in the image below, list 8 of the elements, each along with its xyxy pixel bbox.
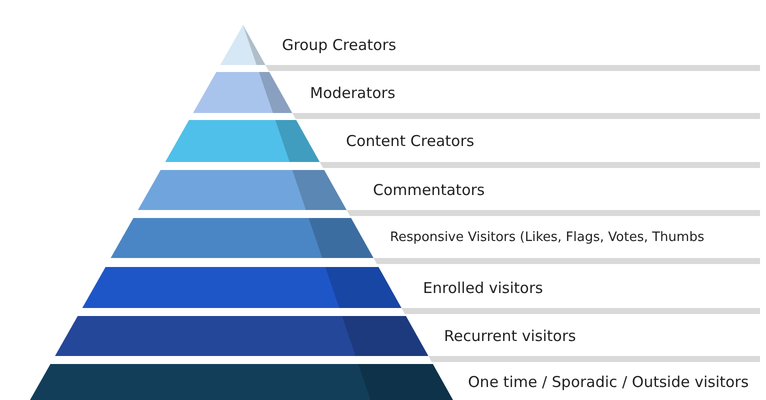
layer-label: Moderators (310, 84, 396, 102)
layer-label: Content Creators (346, 132, 474, 150)
layer-label: One time / Sporadic / Outside visitors (468, 373, 749, 391)
layer-label: Responsive Visitors (Likes, Flags, Votes, Thumbs (390, 229, 704, 247)
layer-label: Commentators (373, 181, 485, 199)
layer-label: Recurrent visitors (444, 327, 576, 345)
layer-label: Group Creators (282, 36, 396, 54)
layer-label: Enrolled visitors (423, 278, 543, 296)
